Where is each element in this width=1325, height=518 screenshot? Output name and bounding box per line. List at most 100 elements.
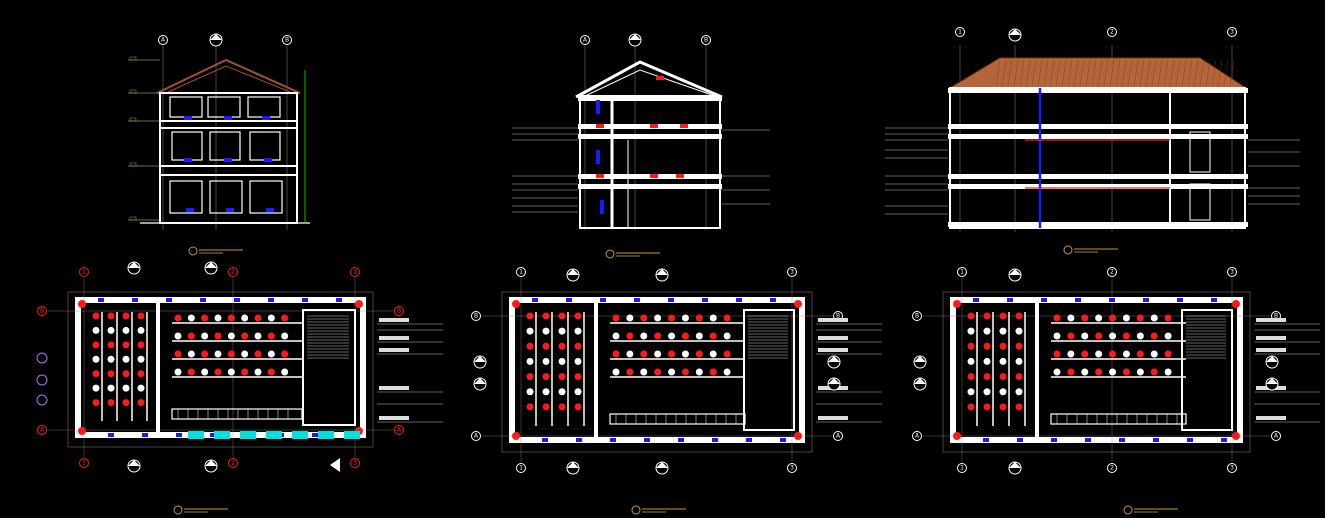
section-marker-icon: [827, 355, 841, 369]
seat: [626, 350, 634, 358]
column-marker: [953, 432, 961, 440]
seat: [1150, 350, 1158, 358]
seat: [681, 368, 689, 376]
seat: [1150, 368, 1158, 376]
wall-tag: [780, 438, 786, 442]
seat: [1053, 314, 1061, 322]
seat: [999, 373, 1007, 381]
grid-axis-label: A: [836, 433, 841, 440]
seat: [137, 326, 145, 334]
seat: [1053, 350, 1061, 358]
seat: [999, 403, 1007, 411]
seat: [254, 350, 262, 358]
grid-axis-label: B: [704, 37, 708, 44]
seat: [574, 403, 582, 411]
window-tag: [184, 116, 192, 120]
roof-tile-line: [1085, 59, 1091, 87]
roof-tile-line: [1121, 59, 1127, 87]
note-text-block: [379, 386, 409, 390]
seat: [214, 350, 222, 358]
section-marker-arrow: [205, 262, 217, 268]
section-marker-arrow: [914, 378, 926, 384]
grid-axis-label: B: [836, 313, 840, 320]
seat: [668, 314, 676, 322]
grid-axis-bubble: [1227, 27, 1237, 37]
seat: [709, 314, 717, 322]
seat: [558, 373, 566, 381]
grid-axis-bubble: [228, 267, 238, 277]
seat: [92, 370, 100, 378]
seat: [122, 355, 130, 363]
wall-tag: [336, 298, 342, 302]
glazing-panel: [266, 431, 282, 439]
grid-axis-bubble: [282, 35, 292, 45]
roof-tile-line: [1223, 59, 1229, 87]
seat: [654, 368, 662, 376]
section-marker-icon: [913, 355, 927, 369]
section-marker-arrow: [1009, 462, 1021, 468]
roof-tile-line: [1001, 59, 1007, 87]
seat: [1164, 314, 1172, 322]
wall-tag: [1007, 298, 1013, 302]
level-tag: [129, 162, 137, 167]
roof-tile-line: [1019, 59, 1025, 87]
floor-slab-section: [948, 88, 1248, 93]
seat: [967, 388, 975, 396]
seat: [214, 332, 222, 340]
seat: [558, 312, 566, 320]
grid-axis-bubble: [1107, 267, 1117, 277]
wall-tag: [1075, 298, 1081, 302]
section-marker-icon: [655, 461, 669, 475]
seat: [1081, 350, 1089, 358]
grid-axis-label: A: [40, 427, 45, 434]
grid-axis-bubble: [701, 35, 711, 45]
elevation-marker-icon: [127, 459, 141, 473]
roof-tile-line: [1013, 59, 1019, 87]
seat: [626, 332, 634, 340]
section-marker-icon: [1008, 28, 1022, 42]
seat: [1164, 350, 1172, 358]
seat: [723, 350, 731, 358]
section-marker-arrow: [656, 269, 668, 275]
grid-axis-bubble: [1107, 27, 1117, 37]
grid-axis-bubble: [912, 431, 922, 441]
wall-tag: [200, 298, 206, 302]
elevation-marker-icon: [127, 261, 141, 275]
seat: [174, 368, 182, 376]
seat: [574, 312, 582, 320]
seat: [967, 403, 975, 411]
wall-tag: [210, 433, 216, 437]
wall-tag: [312, 433, 318, 437]
section-marker-arrow: [567, 269, 579, 275]
seat: [174, 350, 182, 358]
seat: [281, 350, 289, 358]
note-text-block: [1256, 416, 1286, 420]
exterior-wall: [509, 297, 805, 443]
view-title-block: [173, 505, 228, 515]
seat: [1053, 332, 1061, 340]
seat: [709, 350, 717, 358]
elevation-marker-icon: [36, 352, 48, 364]
wall-tag: [983, 438, 989, 442]
seat: [999, 357, 1007, 365]
grid-axis-label: 2: [231, 460, 235, 467]
seat: [542, 373, 550, 381]
seat: [626, 314, 634, 322]
section-marker-arrow: [828, 378, 840, 384]
seat: [1136, 350, 1144, 358]
grid-axis-bubble: [350, 267, 360, 277]
roof-tile-line: [1169, 59, 1175, 87]
seat: [574, 342, 582, 350]
grid-axis-label: B: [915, 313, 919, 320]
section-marker-icon: [566, 268, 580, 282]
roof-tile-line: [1151, 59, 1157, 87]
seat: [122, 399, 130, 407]
wall-tag: [1187, 438, 1193, 442]
seat: [668, 368, 676, 376]
section-marker-icon: [1265, 355, 1279, 369]
seat: [1150, 314, 1158, 322]
seat: [526, 357, 534, 365]
roof-tile-line: [1103, 59, 1109, 87]
